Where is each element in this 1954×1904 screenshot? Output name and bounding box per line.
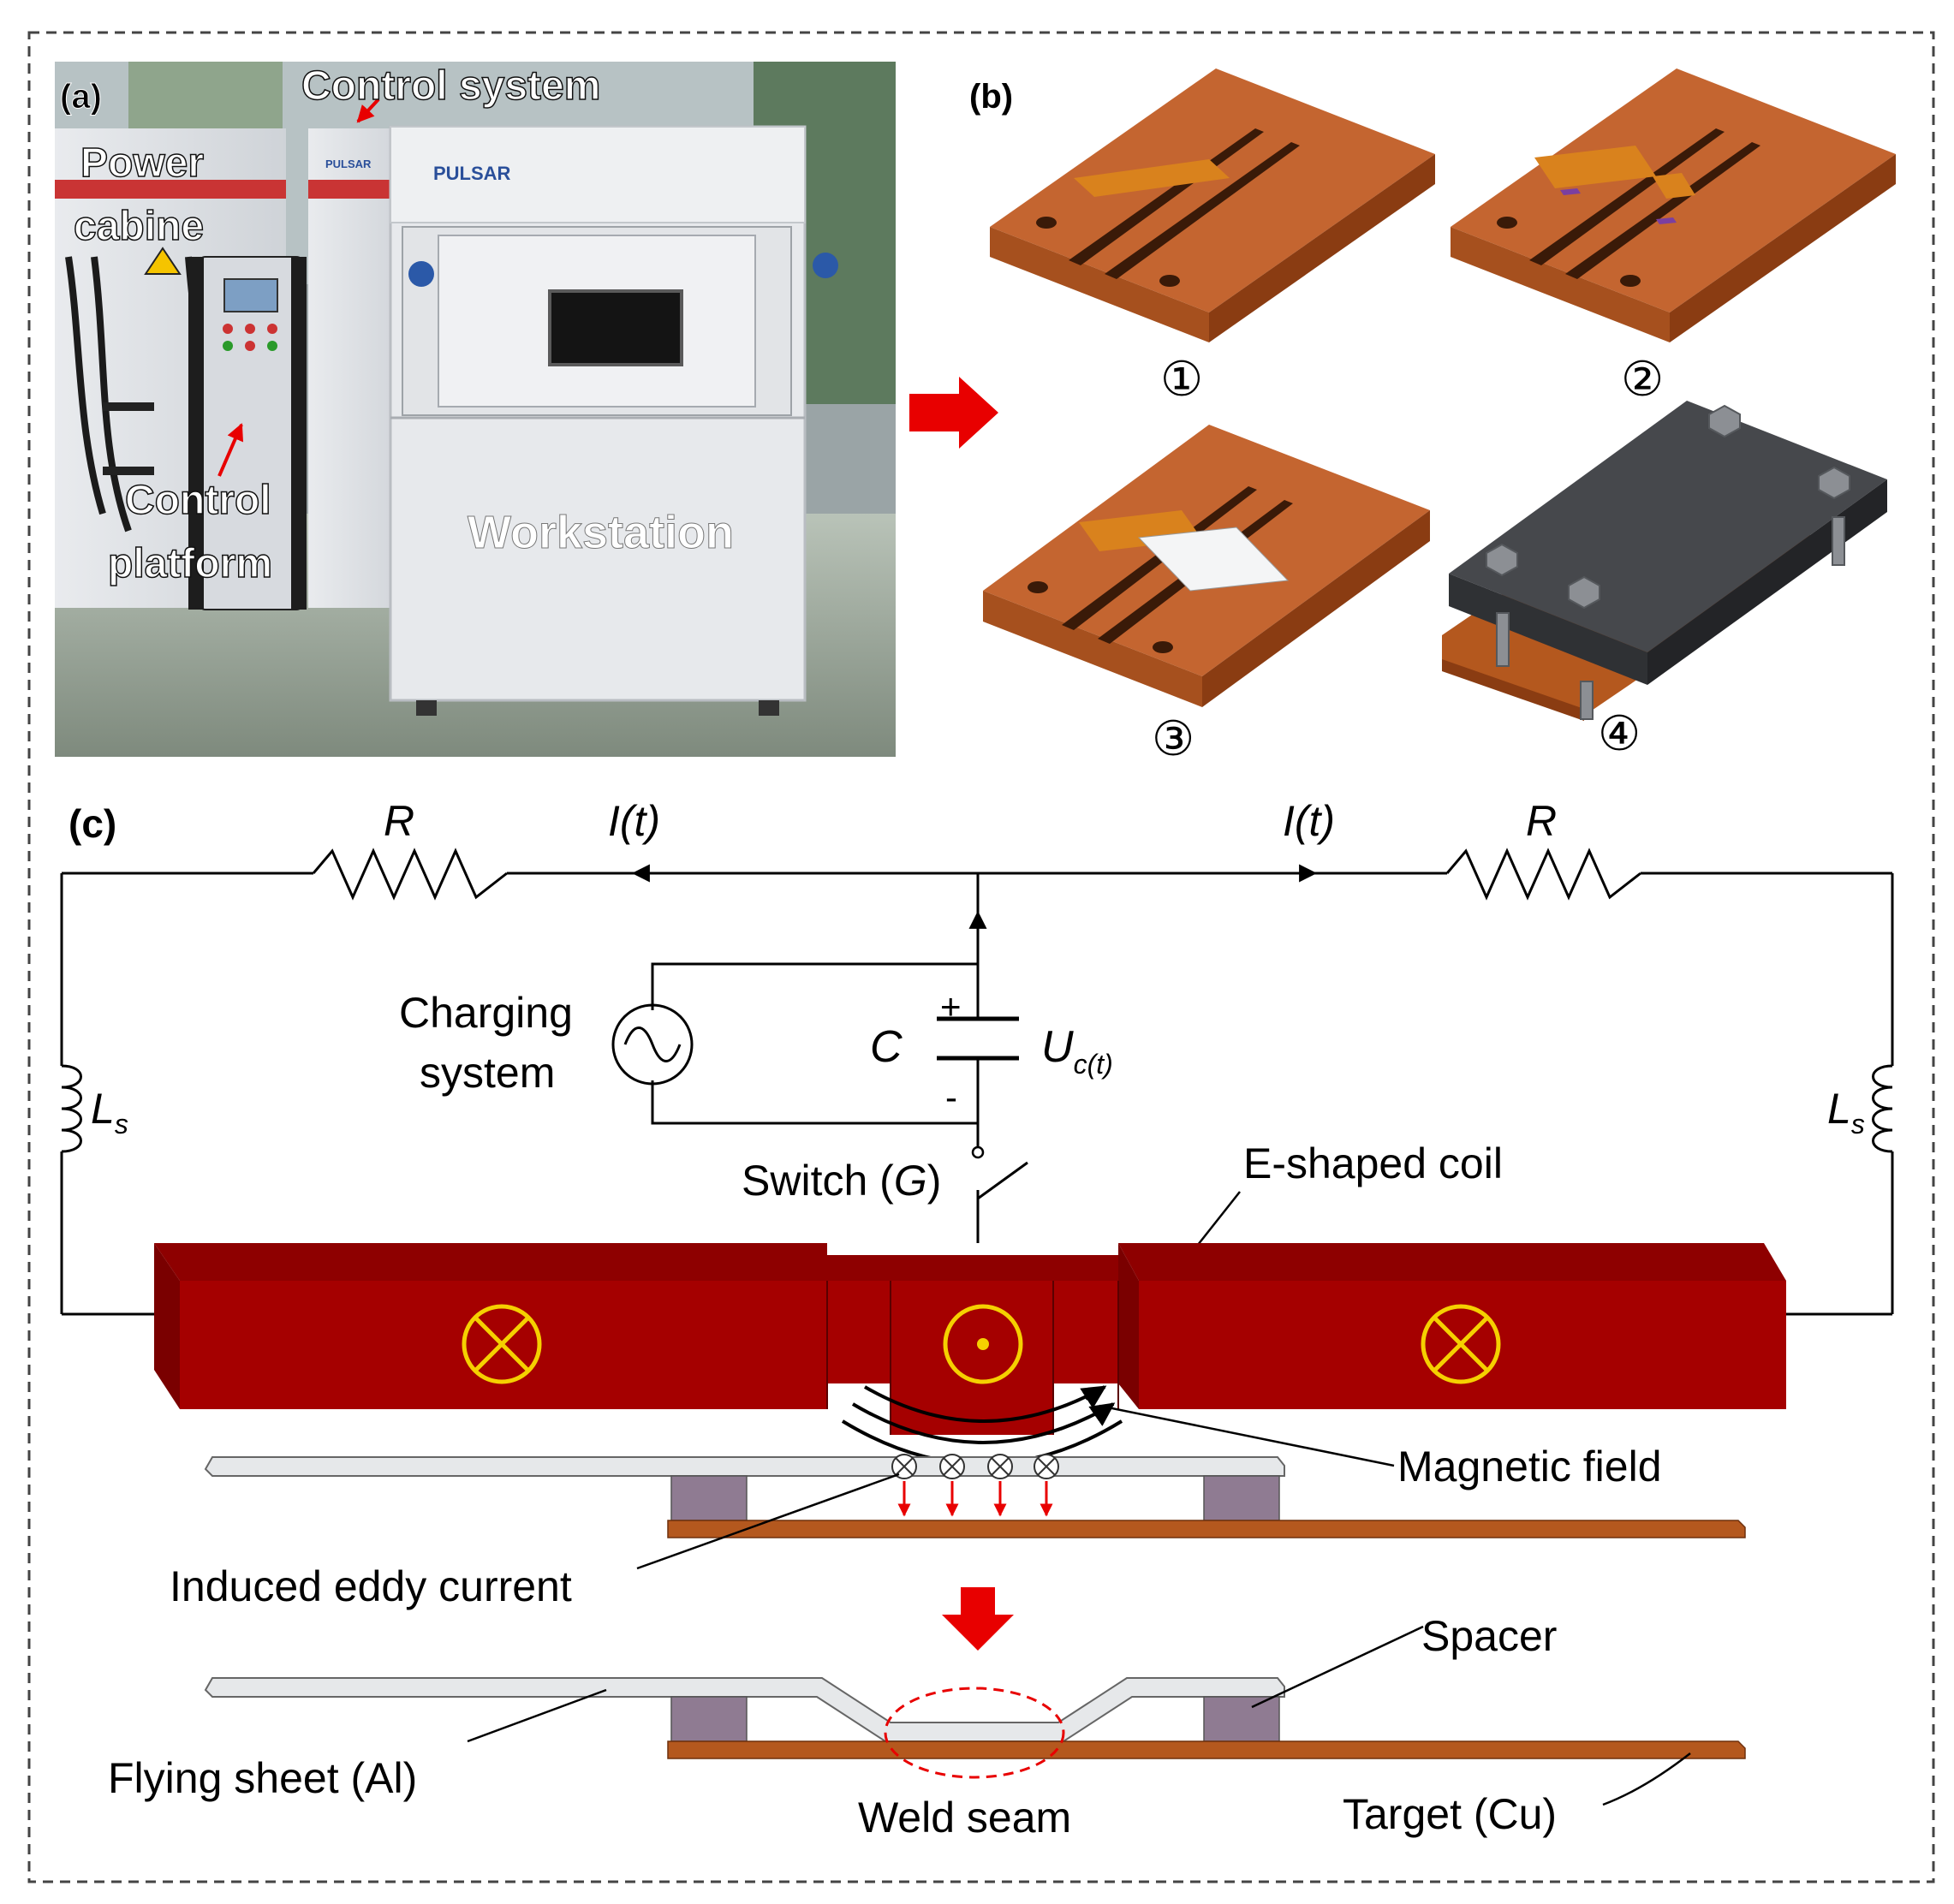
weld-seam-label: Weld seam xyxy=(858,1794,1071,1842)
plus-label: + xyxy=(940,986,962,1026)
figure-border xyxy=(27,31,1935,1883)
fixture-step-2: ② xyxy=(1451,68,1896,406)
inductor-right-label: Ls xyxy=(1827,1085,1865,1139)
warning-icon xyxy=(144,247,182,275)
workstation-unit: PULSAR xyxy=(389,125,838,716)
charging-label-1: Charging xyxy=(399,989,573,1037)
step-3-label: ③ xyxy=(1152,711,1194,765)
switch-label-g: G xyxy=(894,1157,927,1205)
spacer-left-after xyxy=(670,1696,748,1742)
flying-sheet-leader xyxy=(467,1688,607,1743)
target-before xyxy=(667,1520,1746,1538)
spacer-label: Spacer xyxy=(1421,1612,1557,1660)
spacer-right-after xyxy=(1203,1696,1280,1742)
fixture-step-1: ① xyxy=(990,68,1435,406)
step-1-label: ① xyxy=(1160,352,1203,406)
switch-blade xyxy=(977,1161,1028,1200)
charging-label-2: system xyxy=(420,1049,555,1097)
emergency-icon-left xyxy=(408,261,434,287)
brand-label: PULSAR xyxy=(433,163,511,184)
current-left-label: I(t) xyxy=(608,797,660,845)
emergency-icon-right xyxy=(813,253,838,278)
target-label: Target (Cu) xyxy=(1343,1790,1557,1838)
spacer-left-before xyxy=(670,1475,748,1521)
coil-label: E-shaped coil xyxy=(1243,1139,1503,1187)
assembly-before xyxy=(204,1454,1746,1538)
control-system-label: Control system xyxy=(301,63,600,109)
brand-small-label: PULSAR xyxy=(325,158,372,170)
flying-sheet-before xyxy=(204,1456,1285,1477)
flying-sheet-label: Flying sheet (Al) xyxy=(108,1754,417,1802)
switch-label-pre: Switch ( xyxy=(742,1157,894,1205)
switch-label-post: ) xyxy=(927,1157,942,1205)
e-shaped-coil xyxy=(154,1243,1786,1435)
inductor-left-label: Ls xyxy=(91,1085,128,1139)
minus-label: - xyxy=(945,1077,957,1117)
panel-c-label: (c) xyxy=(69,801,116,846)
force-arrows xyxy=(897,1481,1053,1517)
fixture-step-4: ④ xyxy=(1442,401,1887,760)
current-right-label: I(t) xyxy=(1283,797,1335,845)
target-after xyxy=(667,1740,1746,1759)
target-leader xyxy=(1602,1752,1691,1806)
power-cabinet-label-2: cabine xyxy=(74,204,204,249)
workstation-label: Workstation xyxy=(468,507,734,558)
control-screen xyxy=(223,278,278,312)
resistor-left xyxy=(312,848,508,901)
panel-b-label: (b) xyxy=(969,78,1013,116)
panel-a-photo: PULSAR PULSAR xyxy=(55,62,896,757)
step-2-label: ② xyxy=(1621,352,1664,406)
flying-sheet-after xyxy=(204,1677,1285,1742)
eddy-current-label: Induced eddy current xyxy=(170,1562,572,1610)
process-arrow xyxy=(942,1587,1014,1651)
control-platform-pointer xyxy=(217,423,244,477)
fixture-step-3: ③ xyxy=(983,425,1430,765)
voltage-sub: c(t) xyxy=(1074,1049,1113,1080)
circuit xyxy=(60,848,1894,1316)
inductor-right xyxy=(1872,1064,1893,1153)
voltage-label: Uc(t) xyxy=(1041,1022,1113,1080)
switch-label: Switch (G) xyxy=(742,1157,941,1205)
resistor-right xyxy=(1445,848,1641,901)
control-platform xyxy=(188,256,307,610)
magnetic-field-leader xyxy=(1099,1404,1395,1467)
inductor-left xyxy=(61,1064,82,1153)
voltage-main: U xyxy=(1041,1022,1074,1072)
switch-contact xyxy=(971,1145,985,1159)
spacer-right-before xyxy=(1203,1475,1280,1521)
current-into-icon-right xyxy=(1421,1304,1501,1384)
current-into-icon-left xyxy=(462,1304,542,1384)
panel-a-label: (a) xyxy=(60,78,102,116)
magnetic-field-label: Magnetic field xyxy=(1397,1443,1662,1490)
weld-seam-marker xyxy=(884,1687,1065,1779)
control-system-pointer xyxy=(356,98,380,123)
capacitor-label: C xyxy=(870,1022,903,1072)
step-4-label: ④ xyxy=(1598,706,1641,760)
ac-source xyxy=(611,1003,694,1086)
resistor-right-label: R xyxy=(1526,797,1557,845)
inductor-left-main: L xyxy=(91,1085,115,1133)
spacer-leader xyxy=(1251,1625,1424,1709)
power-cabinet-label-1: Power xyxy=(80,140,204,186)
control-platform-label-1: Control xyxy=(125,478,271,523)
control-platform-label-2: platform xyxy=(108,541,272,586)
inductor-right-main: L xyxy=(1827,1085,1851,1133)
transition-arrow xyxy=(909,377,998,449)
current-out-icon xyxy=(943,1304,1023,1384)
workstation-window xyxy=(548,289,683,366)
resistor-left-label: R xyxy=(384,797,414,845)
assembly-after xyxy=(204,1677,1746,1779)
eddy-leader xyxy=(636,1473,900,1570)
inductor-right-sub: s xyxy=(1851,1109,1865,1139)
inductor-left-sub: s xyxy=(115,1109,128,1139)
